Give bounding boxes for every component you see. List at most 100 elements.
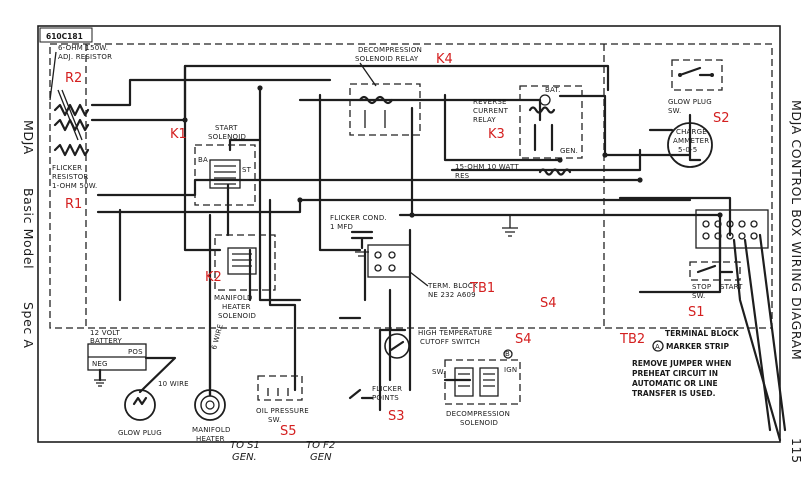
terminal-block-tb1 (367, 244, 411, 278)
manifold-solenoid-coil (227, 247, 257, 275)
glow-plug (124, 389, 156, 421)
charge-ammeter-label-3: 5-0-5 (678, 146, 697, 154)
remove-jumper-line-3: AUTOMATIC OR LINE (632, 379, 718, 388)
left-caption-basic: Basic Model (21, 188, 36, 269)
flicker-points (348, 388, 374, 400)
manifold-solenoid-label-2: HEATER (222, 303, 251, 311)
battery-neg-label: NEG (92, 360, 108, 368)
left-side-caption: MDJA Basic Model Spec A (21, 120, 36, 349)
decompression-solenoid (444, 349, 521, 405)
flicker-points-label-1: FLICKER (372, 385, 402, 393)
term-block-label-1: TERM. BLOCK (427, 282, 478, 290)
marker-strip-symbol (652, 340, 664, 352)
terminal-block-label: TERMINAL BLOCK (665, 329, 740, 338)
flicker-resistor-r1 (53, 143, 90, 157)
reverse-current-relay-k3 (519, 85, 583, 159)
start-solenoid-label-2: SOLENOID (208, 133, 246, 141)
glow-plug-switch-label-2: SW. (668, 107, 681, 115)
decompression-sol-label-1: DECOMPRESSION (446, 410, 510, 418)
annotation-s2: S2 (713, 111, 730, 126)
flicker-condenser (350, 230, 374, 257)
page-number-group: 115 (789, 438, 804, 464)
diagram-frame (37, 25, 781, 443)
start-solenoid-label-1: START (215, 124, 238, 132)
high-temp-label-1: HIGH TEMPERATURE (418, 329, 492, 337)
charge-ammeter-label-1: CHARGE (676, 128, 707, 136)
battery-label-2: BATTERY (90, 337, 123, 345)
decompression-sol-sw-label: SW. (432, 368, 445, 376)
resistor-15-ohm (538, 168, 572, 176)
decompression-relay-k4 (349, 83, 421, 136)
start-solenoid-terminal-st: ST (242, 166, 252, 174)
to-s1-gen-label-2: GEN. (232, 452, 257, 463)
decompression-relay-label-2: SOLENOID RELAY (355, 55, 419, 63)
charge-ammeter (667, 122, 713, 168)
glow-plug-switch-s2 (671, 59, 723, 91)
annotation-s4-a: S4 (540, 296, 557, 311)
to-f2-gen-label-1: TO F2 (306, 440, 335, 451)
to-s1-gen-label-1: TO S1 (230, 440, 260, 451)
decompression-sol-label-2: SOLENOID (460, 419, 498, 427)
glow-plug-label: GLOW PLUG (118, 429, 162, 437)
flicker-cond-label-1: FLICKER COND. (330, 214, 387, 222)
resistor-15-ohm-label-1: 15-OHM 10 WATT (455, 163, 519, 171)
flicker-resistor-label-1: FLICKER (52, 164, 82, 172)
annotation-tb2: TB2 (619, 332, 645, 347)
annotation-s4-b: S4 (515, 332, 532, 347)
terminal-strip (695, 209, 769, 249)
battery-pos-label: POS (128, 348, 143, 356)
start-solenoid-terminal-ba: BA (198, 156, 208, 164)
manifold-heater-label-1: MANIFOLD (192, 426, 231, 434)
stop-start-switch-s1 (689, 261, 741, 281)
stop-start-sw-label: SW. (692, 292, 705, 300)
term-block-leader (409, 271, 429, 287)
battery-label-1: 12 VOLT (90, 329, 120, 337)
manifold-heater (194, 389, 226, 421)
reverse-current-label-2: CURRENT (473, 107, 509, 115)
junction-dots (182, 85, 723, 218)
relay-terminal-bat: BAT. (545, 86, 561, 94)
glow-plug-wire (138, 356, 177, 394)
annotation-r1: R1 (65, 197, 82, 212)
annotation-s1: S1 (688, 305, 705, 320)
annotation-tb1: TB1 (469, 281, 495, 296)
annotation-k4: K4 (436, 52, 453, 67)
wire-6-label: 6 WIRE (210, 323, 224, 350)
annotation-s5: S5 (280, 424, 297, 439)
left-caption-model: MDJA (21, 120, 36, 155)
adj-resistor-label-1: 6-OHM 150W. (58, 44, 108, 52)
start-solenoid-coil (209, 159, 241, 189)
flicker-cond-label-2: 1 MFD (330, 223, 353, 231)
glow-plug-switch-label-1: GLOW PLUG (668, 98, 712, 106)
oil-pressure-label-1: OIL PRESSURE (256, 407, 309, 415)
component-annotations: R2 R1 K1 K4 K3 S2 K2 TB1 S4 S4 S1 TB2 S5… (65, 52, 730, 439)
start-label: START (720, 283, 743, 291)
annotation-r2: R2 (65, 71, 82, 86)
decompression-sol-terminal-b: B (505, 350, 510, 358)
high-temp-label-2: CUTOFF SWITCH (420, 338, 480, 346)
battery-ground-symbol (94, 379, 106, 387)
remove-jumper-line-1: REMOVE JUMPER WHEN (632, 359, 731, 368)
start-solenoid-k1 (194, 144, 256, 206)
flicker-resistor-label-2: RESISTOR (52, 173, 89, 181)
adj-resistor-r2 (53, 89, 90, 141)
resistor-15-ohm-label-2: RES (455, 172, 470, 180)
high-temp-switch (384, 333, 410, 359)
right-caption-title: MDJA CONTROL BOX WIRING DIAGRAM (789, 100, 804, 360)
marker-strip-label: MARKER STRIP (666, 342, 729, 351)
relay-terminal-gen: GEN. (560, 147, 578, 155)
oil-pressure-switch-s5 (257, 375, 303, 401)
oil-pressure-label-2: SW. (268, 416, 281, 424)
stop-label: STOP (692, 283, 711, 291)
charge-ammeter-label-2: AMMETER (673, 137, 709, 145)
right-side-caption: MDJA CONTROL BOX WIRING DIAGRAM (789, 100, 804, 360)
page-number: 115 (789, 438, 804, 464)
annotation-k3: K3 (488, 127, 505, 142)
figure-number-box (39, 27, 93, 43)
reverse-current-label-3: RELAY (473, 116, 496, 124)
decompression-relay-leader (359, 62, 377, 87)
annotation-k1: K1 (170, 127, 187, 142)
term-block-label-2: NE 232 A609 (428, 291, 476, 299)
annotation-s3: S3 (388, 409, 405, 424)
